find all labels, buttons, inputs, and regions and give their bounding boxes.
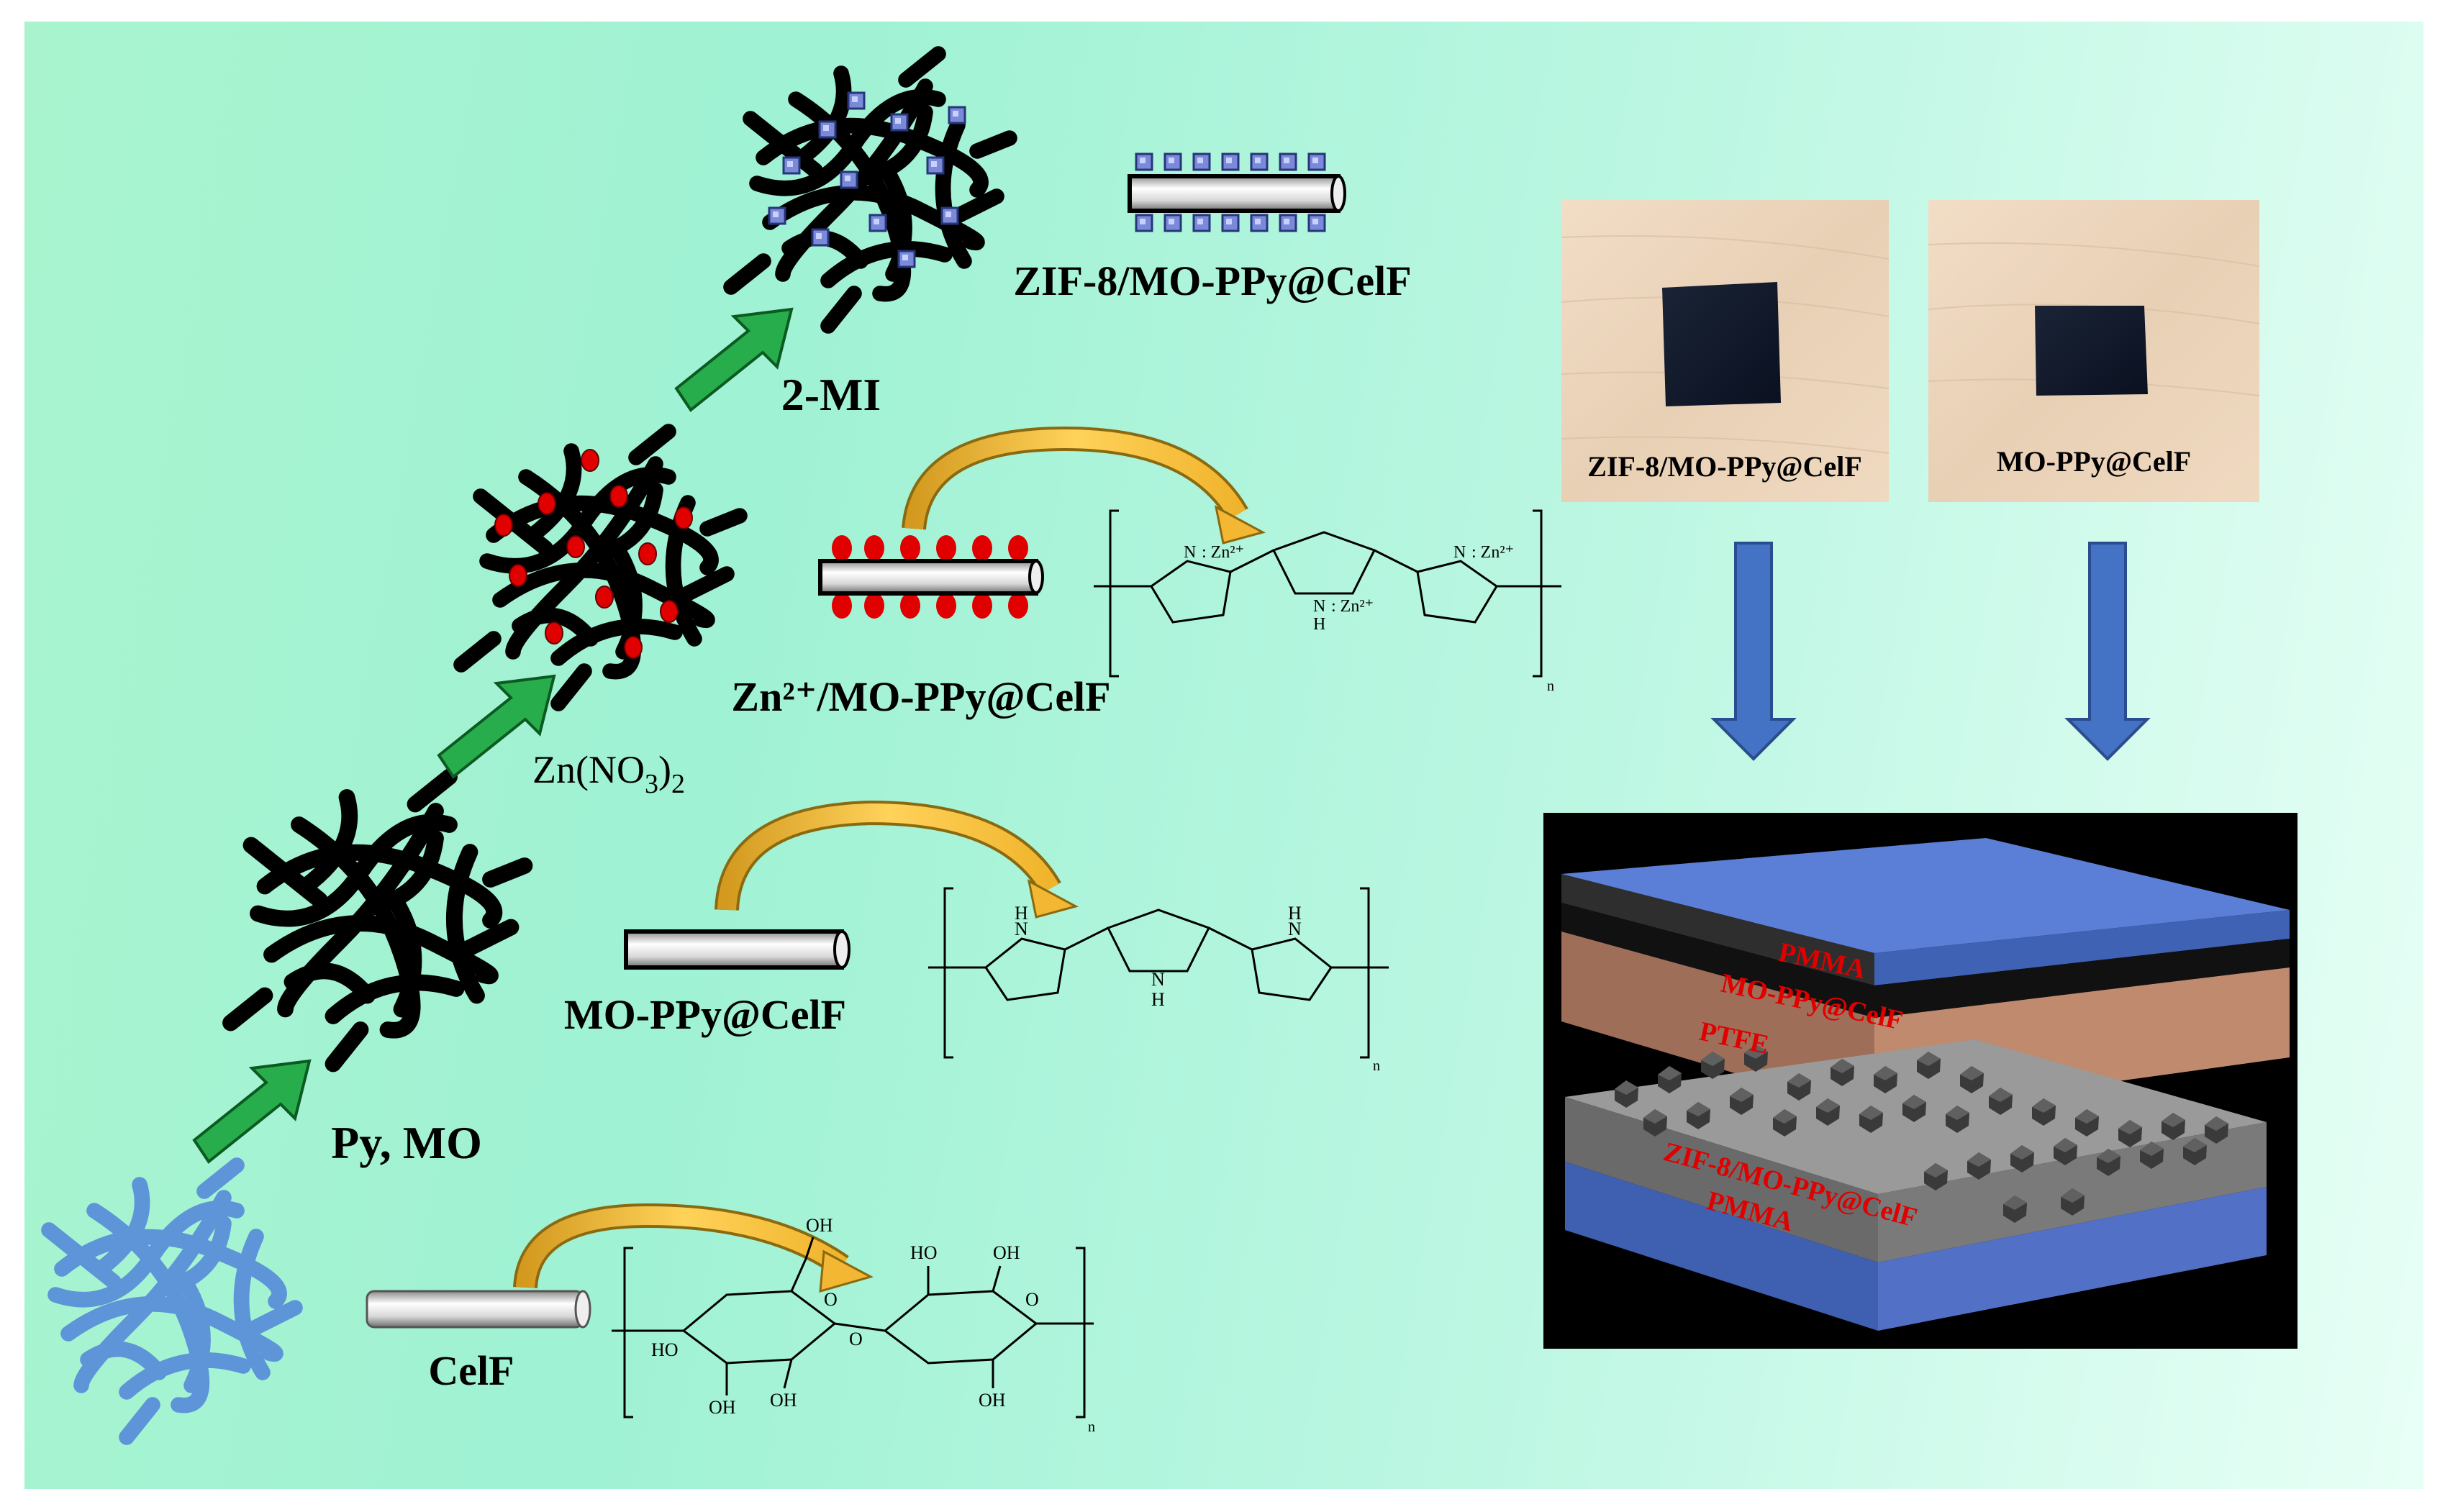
zn-reagent-label: Zn(NO3)2 xyxy=(532,748,685,799)
svg-text:O: O xyxy=(1025,1289,1039,1310)
svg-text:H: H xyxy=(1151,989,1165,1010)
zif-fiber-ball-icon xyxy=(731,54,1010,326)
photo-zif-caption: ZIF-8/MO-PPy@CelF xyxy=(1587,450,1862,483)
svg-text:H: H xyxy=(1015,903,1028,924)
svg-text:: Zn²⁺: : Zn²⁺ xyxy=(1202,543,1244,562)
ppy-structure-text: N H N H N H n xyxy=(1015,903,1380,1074)
svg-text:n: n xyxy=(1373,1058,1380,1074)
zif-rod xyxy=(1128,152,1346,232)
blue-down-arrow-right-icon xyxy=(2064,542,2151,761)
mo-product-label: MO-PPy@CelF xyxy=(564,991,846,1038)
zn-fiber-ball-icon xyxy=(461,432,740,703)
mo-ppy-rod xyxy=(624,929,850,970)
curved-arrow-zn-icon xyxy=(902,426,1266,545)
svg-text:N: N xyxy=(1151,969,1165,990)
photo-mo: MO-PPy@CelF xyxy=(1928,200,2260,502)
device-schematic: PMMA MO-PPy@CelF PTFE ZIF-8/MO-PPy@CelF … xyxy=(1543,813,2297,1349)
svg-text:HO: HO xyxy=(651,1339,679,1360)
zn-ppy-structure xyxy=(1094,509,1561,678)
ppy-structure xyxy=(928,887,1389,1059)
svg-text:HO: HO xyxy=(910,1242,938,1263)
curved-arrow-celf-icon xyxy=(513,1203,874,1293)
celf-rod xyxy=(366,1290,591,1329)
photo-zif: ZIF-8/MO-PPy@CelF xyxy=(1561,200,1890,502)
photo-mo-caption: MO-PPy@CelF xyxy=(1997,445,2191,478)
cellulose-structure-text: OH HO OH OH O HO OH OH O O n xyxy=(651,1215,1095,1435)
blue-down-arrow-left-icon xyxy=(1710,542,1797,761)
green-arrow-3-icon xyxy=(675,308,793,411)
svg-text:O: O xyxy=(849,1329,863,1349)
svg-text:N: N xyxy=(1015,919,1028,939)
green-arrow-1-icon xyxy=(193,1060,311,1163)
svg-text:OH: OH xyxy=(806,1215,833,1236)
celf-label: CelF xyxy=(428,1347,514,1394)
svg-text:N: N xyxy=(1453,543,1466,562)
svg-text:H: H xyxy=(1288,903,1302,924)
svg-text:N: N xyxy=(1184,543,1196,562)
zn-product-label: Zn²⁺/MO-PPy@CelF xyxy=(731,673,1110,720)
svg-text:: Zn²⁺: : Zn²⁺ xyxy=(1331,597,1374,616)
svg-text:: Zn²⁺: : Zn²⁺ xyxy=(1471,543,1514,562)
svg-text:N: N xyxy=(1288,919,1302,939)
zn-rod xyxy=(818,535,1044,619)
svg-text:N: N xyxy=(1313,597,1325,616)
svg-text:OH: OH xyxy=(709,1397,736,1418)
svg-text:H: H xyxy=(1313,615,1325,634)
svg-text:OH: OH xyxy=(993,1242,1020,1263)
curved-arrow-mo-icon xyxy=(715,800,1079,919)
mo-ppy-fiber-ball-icon xyxy=(231,777,525,1064)
zif-product-label: ZIF-8/MO-PPy@CelF xyxy=(1013,258,1411,304)
two-mi-label: 2-MI xyxy=(781,369,881,420)
zn-ppy-structure-text: N : Zn²⁺ N : Zn²⁺ H N : Zn²⁺ n xyxy=(1184,543,1554,694)
svg-text:n: n xyxy=(1088,1419,1095,1435)
svg-text:OH: OH xyxy=(979,1390,1006,1411)
py-mo-label: Py, MO xyxy=(331,1117,482,1168)
cellulose-structure xyxy=(612,1237,1094,1418)
svg-text:O: O xyxy=(824,1289,838,1310)
cellulose-fiber-ball-icon xyxy=(49,1165,295,1437)
svg-text:OH: OH xyxy=(770,1390,797,1411)
svg-text:n: n xyxy=(1547,678,1554,694)
